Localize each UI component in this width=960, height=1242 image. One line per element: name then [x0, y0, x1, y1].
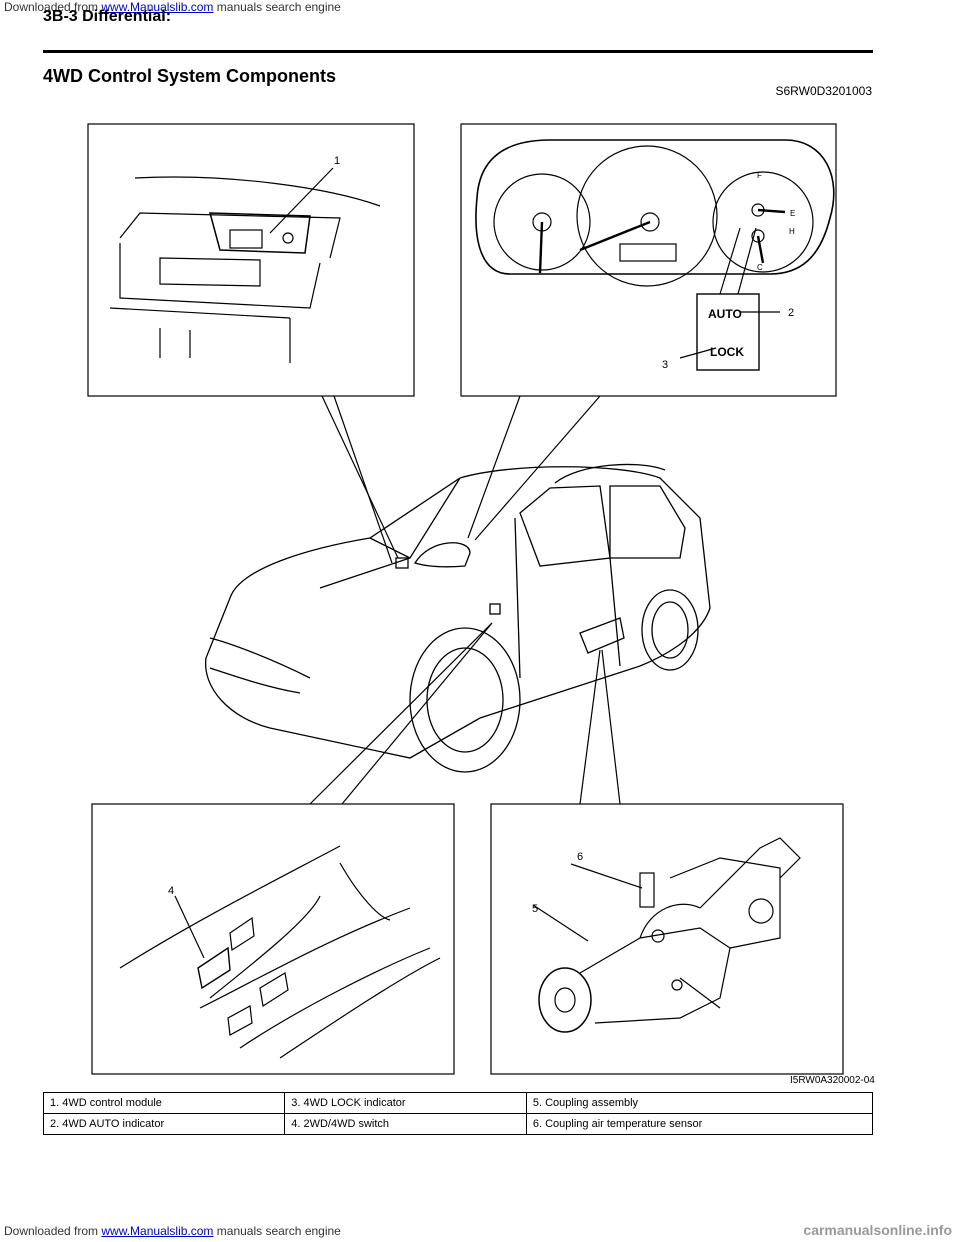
instrument-cluster-drawing	[475, 139, 835, 371]
control-module-drawing	[109, 176, 381, 363]
switch-panel	[91, 803, 455, 1075]
leader-module-b	[333, 395, 393, 564]
legend-cell: 6. Coupling air temperature sensor	[525, 1113, 874, 1135]
legend-cell: 1. 4WD control module	[42, 1092, 286, 1114]
gauge-f-label: F	[757, 171, 762, 180]
leader-coupling-b	[601, 649, 621, 805]
manualslib-link[interactable]: www.Manualslib.com	[101, 0, 214, 14]
legend-row: 2. 4WD AUTO indicator 4. 2WD/4WD switch …	[42, 1113, 874, 1135]
footer-download-text: Downloaded from www.Manualslib.com manua…	[4, 1224, 341, 1238]
header-rule	[43, 50, 873, 53]
instrument-cluster-panel	[460, 123, 837, 397]
leader-module	[321, 395, 399, 559]
legend-cell: 2. 4WD AUTO indicator	[42, 1113, 286, 1135]
legend-cell: 4. 2WD/4WD switch	[284, 1113, 527, 1135]
leader-cluster	[467, 395, 521, 539]
legend-table: 1. 4WD control module 3. 4WD LOCK indica…	[42, 1092, 874, 1135]
callout-1: 1	[334, 155, 340, 167]
coupling-panel	[490, 803, 844, 1075]
footer-banner: Downloaded from www.Manualslib.com manua…	[0, 1220, 960, 1242]
gauge-h-label: H	[789, 227, 795, 236]
control-module-panel	[87, 123, 415, 397]
callout-6: 6	[577, 851, 583, 863]
figure-code: I5RW0A320002-04	[790, 1075, 875, 1086]
coupling-drawing	[532, 837, 801, 1033]
callout-5: 5	[532, 903, 538, 915]
legend-row: 1. 4WD control module 3. 4WD LOCK indica…	[42, 1092, 874, 1114]
banner-suffix: manuals search engine	[213, 0, 341, 14]
gauge-e-label: E	[790, 209, 795, 218]
footer-manualslib-link[interactable]: www.Manualslib.com	[101, 1224, 214, 1238]
leader-cluster-b	[474, 395, 601, 541]
vehicle-drawing	[205, 463, 711, 773]
section-header: 3B-3 Differential:	[43, 8, 172, 25]
leader-coupling	[579, 649, 601, 805]
switch-drawing	[119, 845, 441, 1059]
watermark-text: carmanualsonline.info	[803, 1222, 952, 1238]
document-code: S6RW0D3201003	[775, 84, 872, 98]
page-title: 4WD Control System Components	[43, 66, 337, 86]
gauge-c-label: C	[757, 263, 763, 272]
leader-switch-b	[341, 622, 493, 805]
legend-cell: 3. 4WD LOCK indicator	[284, 1092, 527, 1114]
banner-prefix: Downloaded from	[4, 0, 102, 14]
leader-1	[269, 167, 334, 234]
lock-indicator-label: LOCK	[710, 345, 744, 359]
callout-2: 2	[788, 307, 794, 319]
callout-3: 3	[662, 359, 668, 371]
auto-indicator-label: AUTO	[708, 307, 742, 321]
leader-switch	[309, 622, 493, 805]
components-figure: 1 2 3 4 5 6 AUTO LOCK F E H C	[87, 123, 844, 1075]
download-banner: Downloaded from www.Manualslib.com manua…	[4, 0, 341, 14]
callout-4: 4	[168, 885, 174, 897]
legend-cell: 5. Coupling assembly	[525, 1092, 874, 1114]
